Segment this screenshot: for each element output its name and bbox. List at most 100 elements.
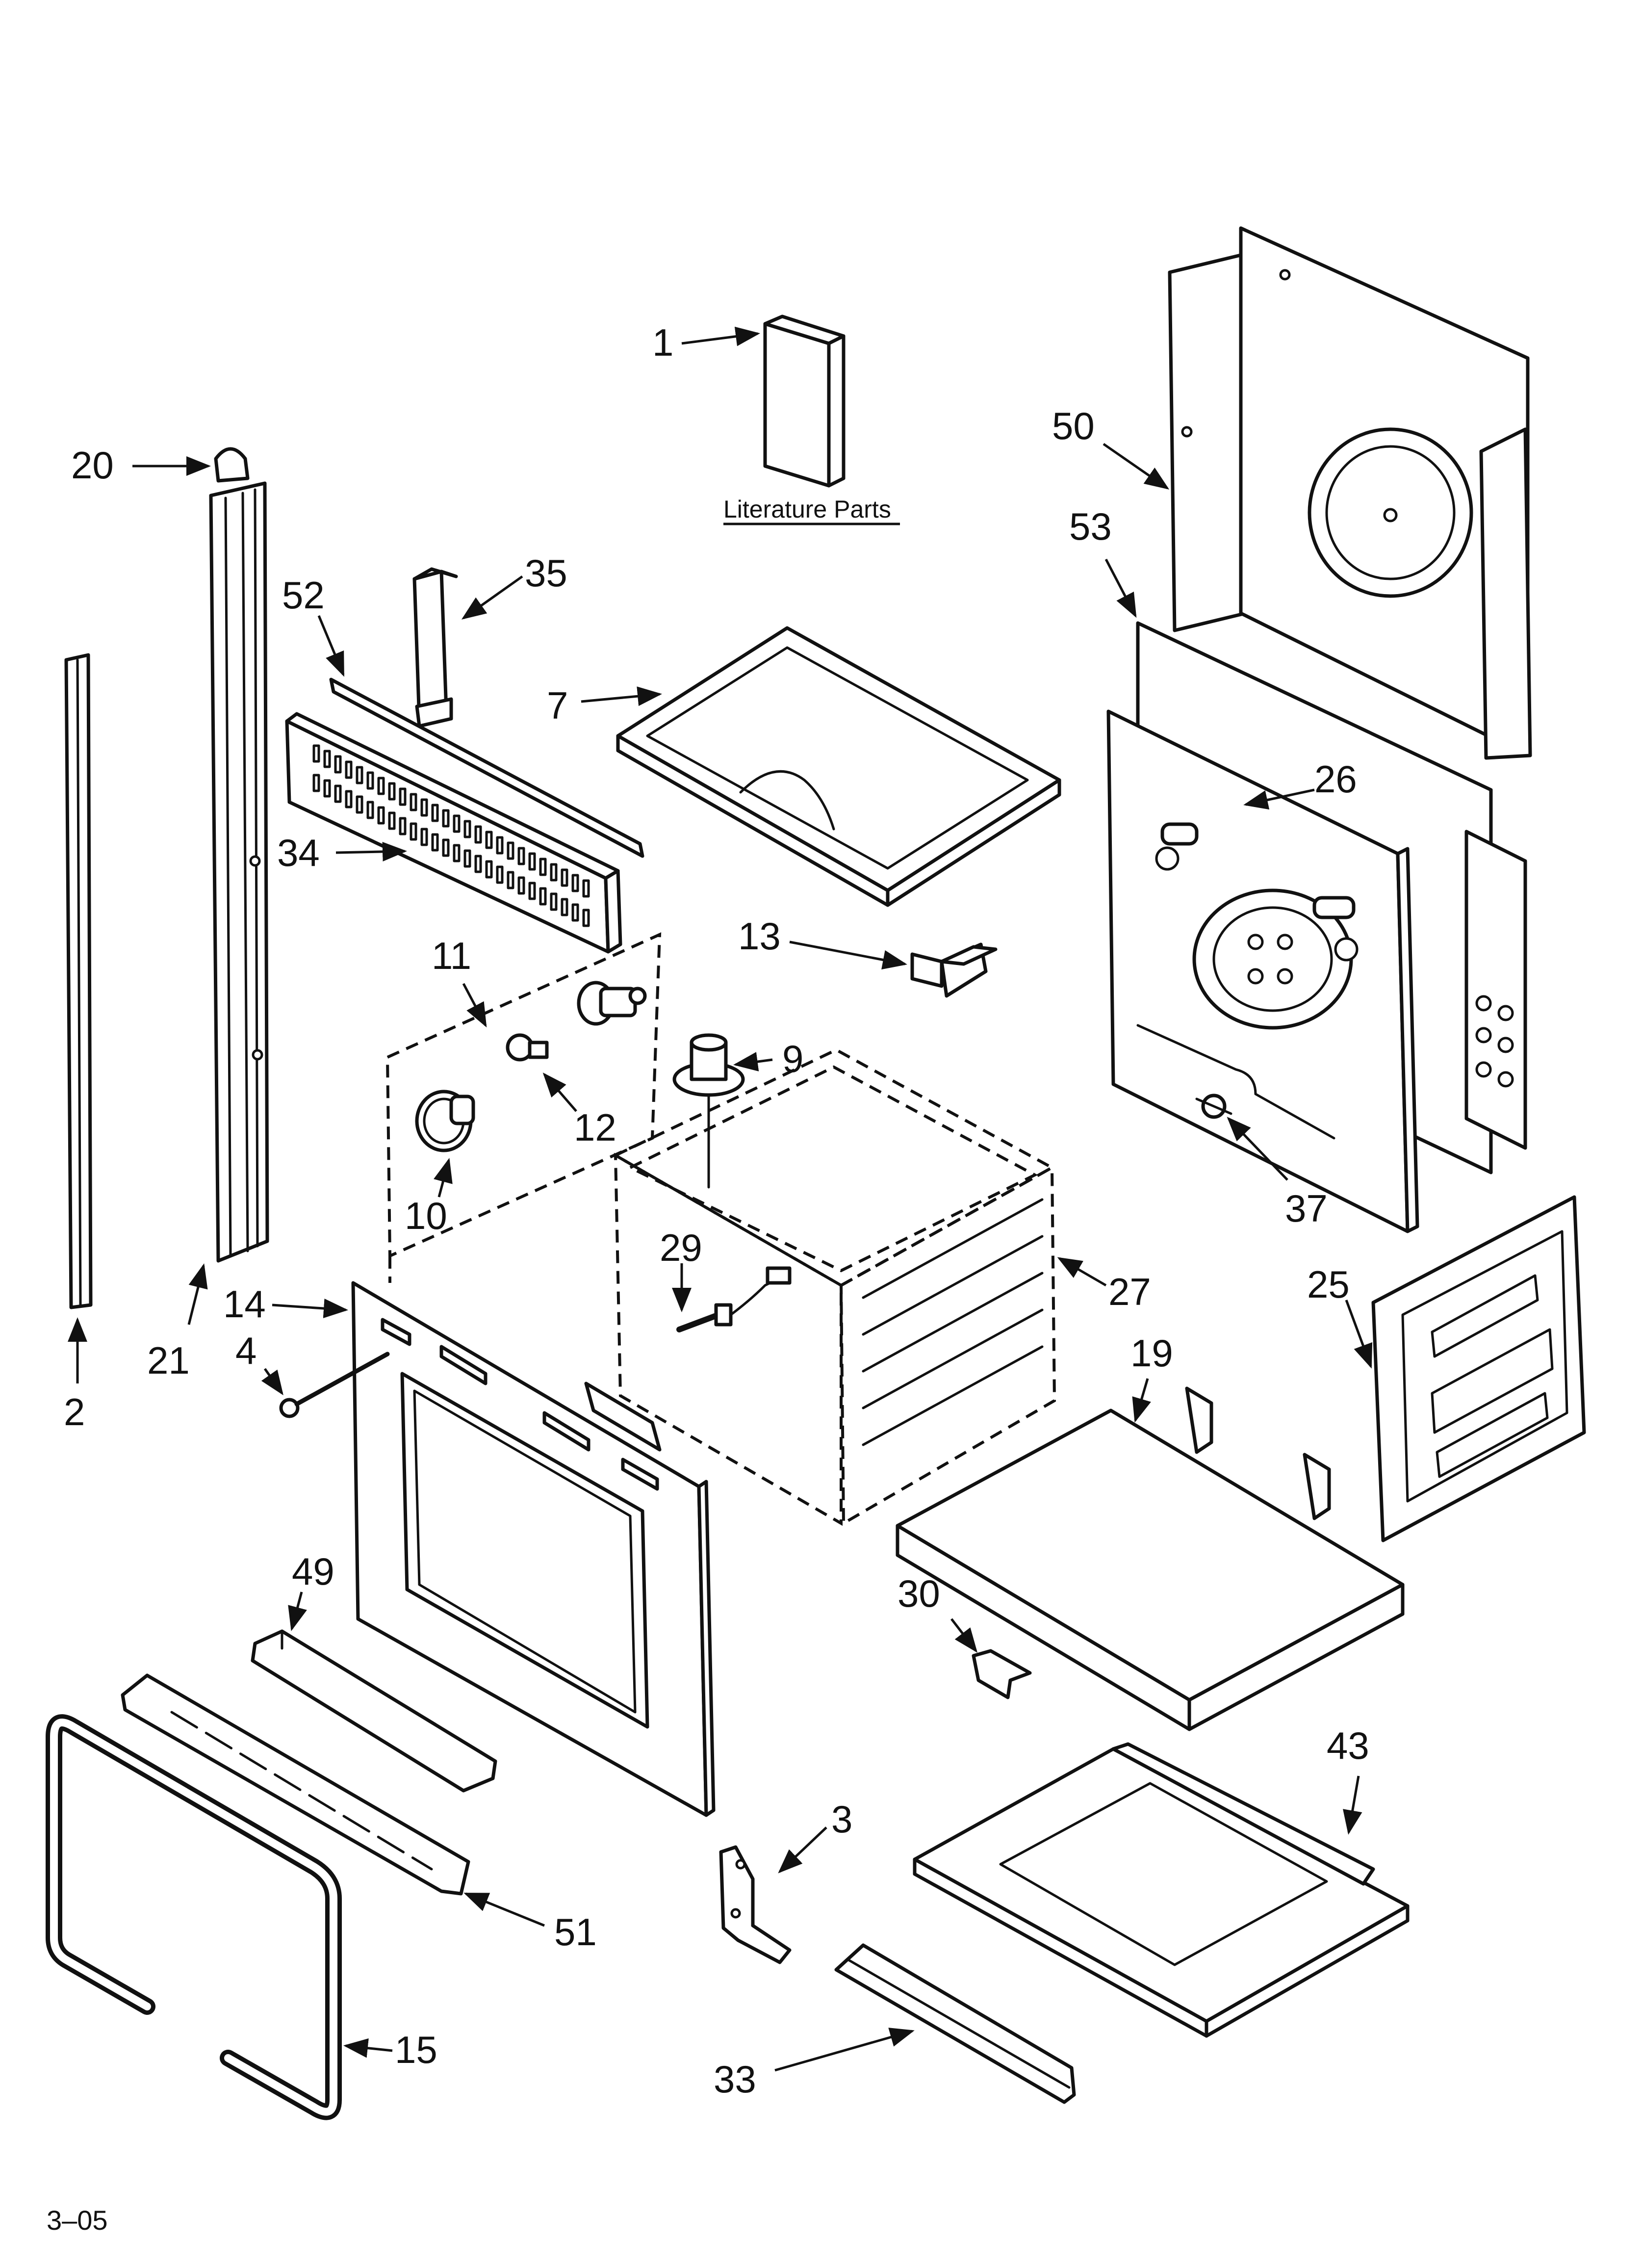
clip-30 — [972, 1649, 1032, 1699]
vent-slot — [442, 809, 450, 828]
vent-slot — [582, 909, 590, 927]
callout-29: 29 — [660, 1226, 702, 1269]
vent-slot — [474, 825, 482, 844]
lamp-bulb-12 — [506, 1033, 549, 1062]
rear-cavity-panel-26 — [1106, 709, 1419, 1233]
callout-1: 1 — [652, 321, 673, 364]
leader-52 — [317, 615, 345, 677]
vent-slot — [377, 777, 385, 795]
leader-35 — [461, 575, 523, 620]
literature-booklet — [763, 314, 846, 488]
sensor-29 — [676, 1266, 792, 1332]
callout-14: 14 — [223, 1282, 266, 1326]
callout-2: 2 — [64, 1390, 85, 1434]
vent-slot — [528, 882, 536, 900]
bottom-frame-43 — [913, 1742, 1410, 2038]
end-cap — [214, 447, 250, 483]
vent-slot — [561, 898, 568, 916]
leader-15 — [343, 2038, 393, 2058]
vent-slot — [334, 755, 342, 774]
callout-10: 10 — [405, 1194, 447, 1237]
vent-slot — [410, 793, 417, 811]
switch-37 — [1195, 1094, 1232, 1119]
callout-3: 3 — [831, 1798, 852, 1841]
callout-20: 20 — [71, 443, 114, 487]
callout-51: 51 — [554, 1910, 597, 1954]
callout-15: 15 — [395, 2028, 437, 2071]
vent-slot — [420, 798, 428, 817]
vent-slot — [366, 801, 374, 819]
channel-33 — [834, 1943, 1076, 2104]
lamp-lens-10 — [415, 1090, 475, 1152]
callout-43: 43 — [1327, 1724, 1369, 1767]
vent-slot — [442, 838, 450, 857]
vent-slot — [485, 860, 493, 879]
vent-slot — [550, 863, 558, 882]
vent-slot — [496, 865, 504, 884]
leader-50 — [1103, 443, 1170, 490]
leader-33 — [774, 2028, 915, 2072]
leader-49 — [288, 1591, 307, 1631]
callout-33: 33 — [714, 2058, 756, 2101]
callout-34: 34 — [277, 831, 320, 874]
vent-slot — [366, 771, 374, 790]
leader-26 — [1243, 788, 1315, 810]
vent-slot — [334, 784, 342, 803]
callout-37: 37 — [1285, 1187, 1328, 1230]
screw-4 — [279, 1352, 390, 1418]
vent-slot — [571, 903, 579, 922]
leader-3 — [778, 1826, 827, 1874]
vent-slot — [323, 779, 331, 798]
callout-50: 50 — [1052, 404, 1095, 447]
callout-21: 21 — [147, 1339, 190, 1382]
vent-slot — [356, 766, 363, 784]
footer-code: 3–05 — [47, 2205, 108, 2236]
vent-slot — [453, 814, 461, 833]
rear-panel-50 — [1168, 226, 1532, 760]
callout-25: 25 — [1307, 1263, 1350, 1306]
leader-43 — [1343, 1775, 1362, 1835]
leader-30 — [950, 1618, 978, 1653]
callout-4: 4 — [235, 1329, 257, 1372]
callout-7: 7 — [547, 684, 568, 727]
callout-26: 26 — [1314, 757, 1357, 801]
side-panel-25 — [1371, 1195, 1586, 1542]
leader-34 — [335, 841, 407, 861]
thermostat-9 — [672, 1033, 745, 1189]
vent-slot — [539, 858, 547, 876]
leader-7 — [581, 686, 662, 706]
front-frame-14 — [351, 1281, 716, 1817]
leader-12 — [542, 1072, 577, 1112]
callout-49: 49 — [292, 1550, 334, 1593]
vent-slot — [582, 879, 590, 898]
vent-slot — [420, 828, 428, 846]
leader-11 — [462, 983, 487, 1028]
leader-4 — [261, 1368, 283, 1396]
vent-slot — [323, 750, 331, 768]
vent-slot — [410, 822, 417, 841]
vent-slot — [496, 836, 504, 855]
bracket-3 — [719, 1845, 792, 1964]
vent-slot — [345, 760, 353, 779]
vent-slot — [517, 876, 525, 895]
vent-slot — [431, 833, 439, 852]
vent-slot — [312, 774, 320, 792]
vent-slot — [517, 847, 525, 865]
vent-slot — [528, 852, 536, 871]
vent-slot — [399, 817, 407, 835]
vent-slot — [453, 844, 461, 862]
callout-13: 13 — [738, 914, 781, 958]
vent-slot — [388, 782, 396, 801]
vent-panel-34 — [285, 712, 622, 954]
vent-slot — [507, 841, 514, 860]
vent-slot — [377, 806, 385, 825]
leader-37 — [1227, 1117, 1288, 1181]
leader-27 — [1057, 1257, 1107, 1287]
callout-27: 27 — [1108, 1270, 1151, 1313]
vertical-trim-rail — [209, 481, 269, 1263]
bottom-tray-19 — [896, 1386, 1405, 1731]
vent-slot — [312, 744, 320, 763]
lamp-socket — [577, 981, 647, 1026]
door-gasket-15 — [46, 1714, 342, 2120]
